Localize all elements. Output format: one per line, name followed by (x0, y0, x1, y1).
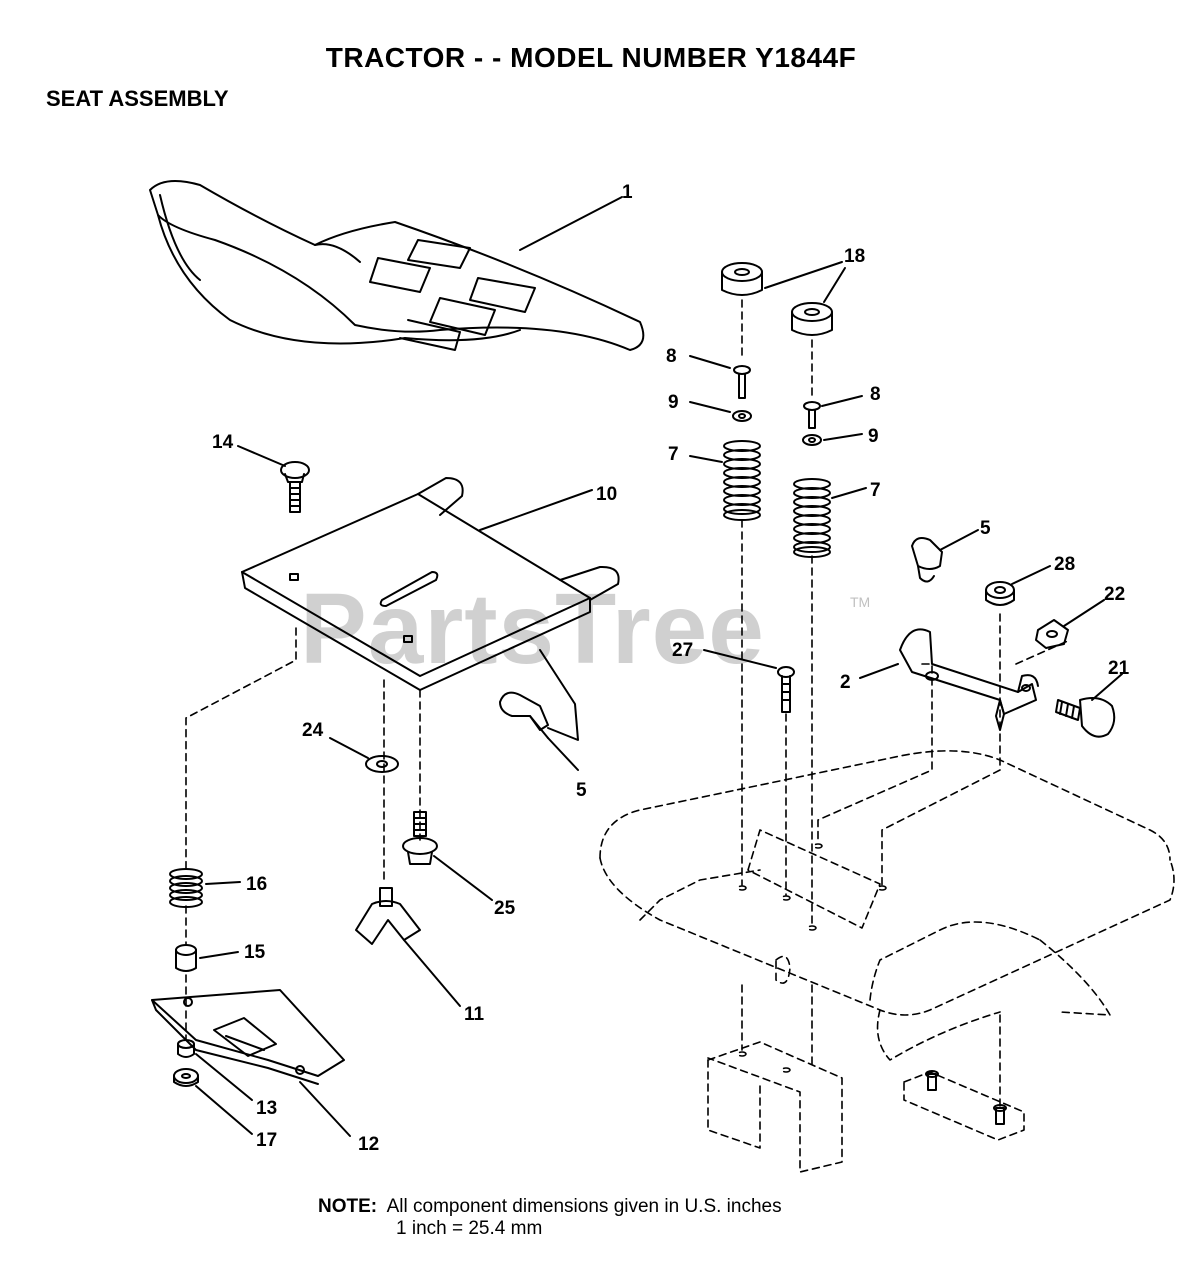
label-part-15: 15 (244, 942, 266, 963)
part-bumper-18 (721, 261, 846, 336)
part-nut-22 (1035, 599, 1105, 649)
part-washer-9 (689, 401, 863, 446)
label-part-9a: 9 (668, 392, 679, 413)
watermark-trademark: TM (850, 594, 871, 610)
label-part-8a: 8 (666, 346, 677, 367)
part-bracket-2 (859, 628, 1039, 731)
label-part-12: 12 (358, 1134, 379, 1155)
label-part-25: 25 (494, 898, 516, 919)
label-part-7a: 7 (668, 444, 679, 465)
part-slide-bracket (151, 989, 351, 1137)
dashed-guides-right (741, 299, 1071, 1111)
part-nut-17 (173, 1068, 253, 1135)
part-washer-24 (329, 737, 399, 773)
part-nut-13 (177, 1039, 253, 1101)
part-bolt-27 (703, 649, 795, 713)
label-part-22: 22 (1104, 584, 1125, 605)
watermark: PartsTree (300, 573, 765, 685)
label-part-9b: 9 (868, 426, 879, 447)
part-labels: 1 18 8 8 9 9 7 7 14 10 5 28 22 27 21 2 2… (212, 182, 1130, 1155)
note-line2: 1 inch = 25.4 mm (396, 1218, 543, 1239)
note-line1: All component dimensions given in U.S. i… (386, 1196, 782, 1217)
part-shoulder-bolt (402, 811, 493, 901)
label-part-10: 10 (596, 484, 617, 505)
part-carriage-bolt (237, 445, 310, 513)
label-part-7b: 7 (870, 480, 881, 501)
label-part-14: 14 (212, 432, 234, 453)
part-spring-16 (169, 868, 241, 908)
part-bolt-8 (689, 355, 863, 429)
part-seat (149, 180, 645, 351)
label-part-11: 11 (464, 1004, 485, 1025)
part-clip-left (499, 649, 579, 771)
note: NOTE: All component dimensions given in … (318, 1196, 782, 1240)
part-spring-7 (689, 440, 867, 558)
label-part-5a: 5 (980, 518, 991, 539)
label-part-2: 2 (840, 672, 851, 693)
label-part-18: 18 (844, 246, 865, 267)
dashed-guides-left (185, 627, 421, 1041)
label-part-8b: 8 (870, 384, 881, 405)
tractor-frame-outline (599, 750, 1175, 1173)
page-title: TRACTOR - - MODEL NUMBER Y1844F (325, 42, 857, 73)
label-part-21: 21 (1108, 658, 1130, 679)
label-part-1: 1 (622, 182, 633, 203)
label-part-17: 17 (256, 1130, 277, 1151)
section-title: SEAT ASSEMBLY (46, 86, 229, 111)
label-part-24: 24 (302, 720, 324, 741)
label-part-28: 28 (1054, 554, 1075, 575)
label-part-13: 13 (256, 1098, 277, 1119)
part-clip-right (911, 529, 979, 583)
part-bushing-15 (175, 944, 239, 972)
part-knob (355, 887, 461, 1007)
part-seat-pan (241, 477, 620, 691)
label-part-5b: 5 (576, 780, 587, 801)
part-shoulder-bolt-21 (1055, 673, 1123, 738)
part-locknut-28 (985, 565, 1051, 606)
note-label: NOTE: (318, 1196, 378, 1217)
label-part-16: 16 (246, 874, 267, 895)
frame-bolts (925, 1070, 1007, 1125)
label-part-27: 27 (672, 640, 693, 661)
